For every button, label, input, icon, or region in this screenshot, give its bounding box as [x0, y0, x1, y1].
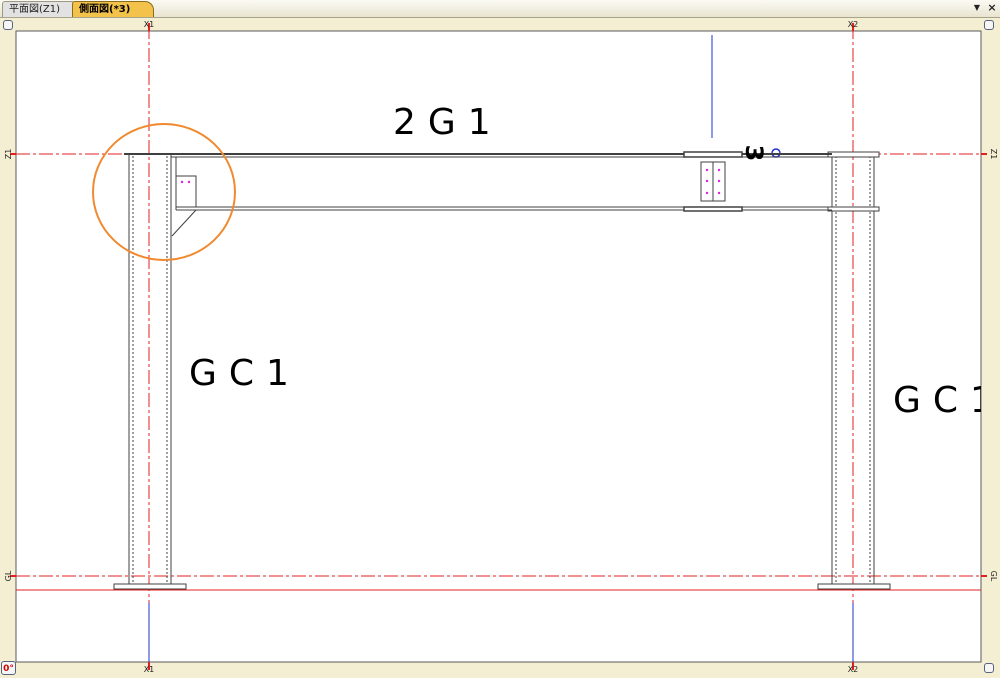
grid-label-gl-left: GL: [4, 570, 13, 581]
resize-handle-icon[interactable]: [984, 20, 994, 30]
angle-indicator-icon[interactable]: 0°: [1, 661, 16, 675]
member-label-girder: 2G1: [393, 102, 503, 143]
grid-label-gl-right: GL: [989, 571, 998, 582]
column-right[interactable]: [817, 151, 891, 590]
grid-label-x2-bottom: X2: [848, 665, 859, 674]
member-label-column-right: GC1: [893, 380, 1000, 421]
drawing-frame: X1 X2 X1 X2 Z1 Z1 GL GL: [0, 18, 1000, 678]
grid-label-x2-top: X2: [848, 20, 859, 29]
side-elevation-canvas[interactable]: X1 X2 X1 X2 Z1 Z1 GL GL: [0, 18, 1000, 678]
grid-label-z1-right: Z1: [989, 149, 998, 160]
section-mark: 3: [740, 145, 768, 162]
grid-label-z1-left: Z1: [4, 149, 13, 160]
chevron-down-icon[interactable]: ▼: [973, 3, 981, 12]
tab-side-view[interactable]: 側面図(*3): [72, 1, 154, 17]
highlight-circle: [92, 123, 236, 261]
member-labels: 2G1 GC1: [189, 102, 503, 394]
close-icon[interactable]: ×: [987, 1, 997, 14]
girder-2g1[interactable]: [171, 151, 832, 237]
document-tab-bar: 平面図(Z1) 側面図(*3) ▼ ×: [0, 0, 1000, 18]
tab-plan-view[interactable]: 平面図(Z1): [2, 1, 80, 17]
grid-label-x1-bottom: X1: [144, 665, 155, 674]
grid-ticks: [10, 23, 987, 670]
column-left[interactable]: [113, 153, 187, 590]
bolt-marks: [180, 168, 721, 195]
grid-labels: X1 X2 X1 X2 Z1 Z1 GL GL: [4, 20, 998, 674]
member-label-column-left: GC1: [189, 353, 301, 394]
canvas-border: [15, 30, 982, 663]
resize-handle-icon[interactable]: [984, 663, 994, 673]
grid-lines: [16, 25, 981, 663]
grid-label-x1-top: X1: [144, 20, 155, 29]
resize-handle-icon[interactable]: [3, 20, 13, 30]
